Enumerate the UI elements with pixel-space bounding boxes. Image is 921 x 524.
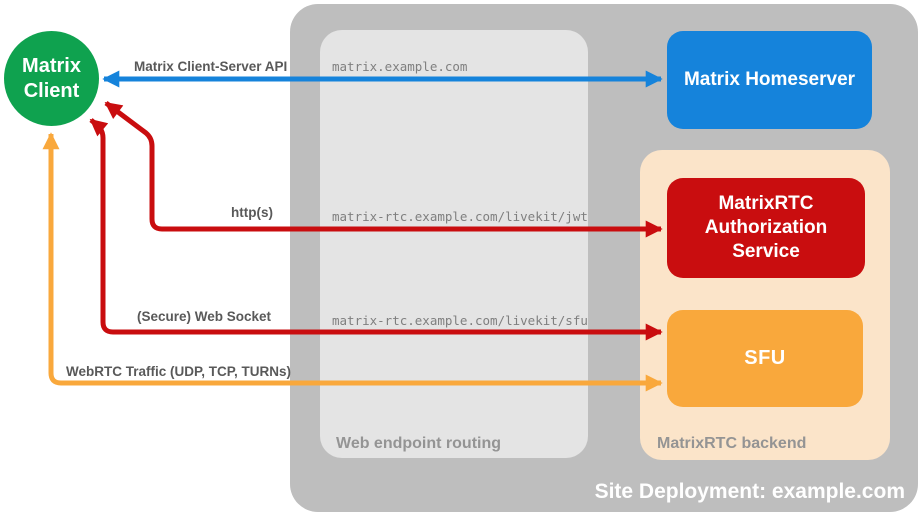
web-socket-arrow-label: (Secure) Web Socket xyxy=(136,309,271,324)
webrtc-traffic-arrow-label: WebRTC Traffic (UDP, TCP, TURNs) xyxy=(66,364,292,379)
web-endpoint-routing-box xyxy=(320,30,588,458)
matrix-client-node: Matrix Client xyxy=(4,31,99,126)
site-deployment-caption: Site Deployment: example.com xyxy=(594,480,905,503)
matrixrtc-authorization-service-node: MatrixRTC Authorization Service xyxy=(667,178,865,278)
matrix-homeserver-node: Matrix Homeserver xyxy=(667,31,872,129)
matrixrtc-authorization-service-label: MatrixRTC Authorization Service xyxy=(704,193,828,262)
web-endpoint-routing-caption: Web endpoint routing xyxy=(336,435,502,452)
endpoint-url-matrix: matrix.example.com xyxy=(332,59,468,74)
matrix-client-label-line1: Matrix xyxy=(22,54,81,77)
matrixrtc-backend-caption: MatrixRTC backend xyxy=(657,435,807,452)
https-arrow-label: http(s) xyxy=(231,205,273,220)
endpoint-url-livekit-sfu: matrix-rtc.example.com/livekit/sfu xyxy=(332,313,588,328)
client-server-api-arrow-label: Matrix Client-Server API xyxy=(134,59,288,74)
matrix-homeserver-label: Matrix Homeserver xyxy=(683,69,856,90)
matrix-client-label-line2: Client xyxy=(23,79,80,102)
sfu-label: SFU xyxy=(744,347,786,369)
sfu-node: SFU xyxy=(667,310,863,407)
endpoint-url-livekit-jwt: matrix-rtc.example.com/livekit/jwt xyxy=(332,209,588,224)
